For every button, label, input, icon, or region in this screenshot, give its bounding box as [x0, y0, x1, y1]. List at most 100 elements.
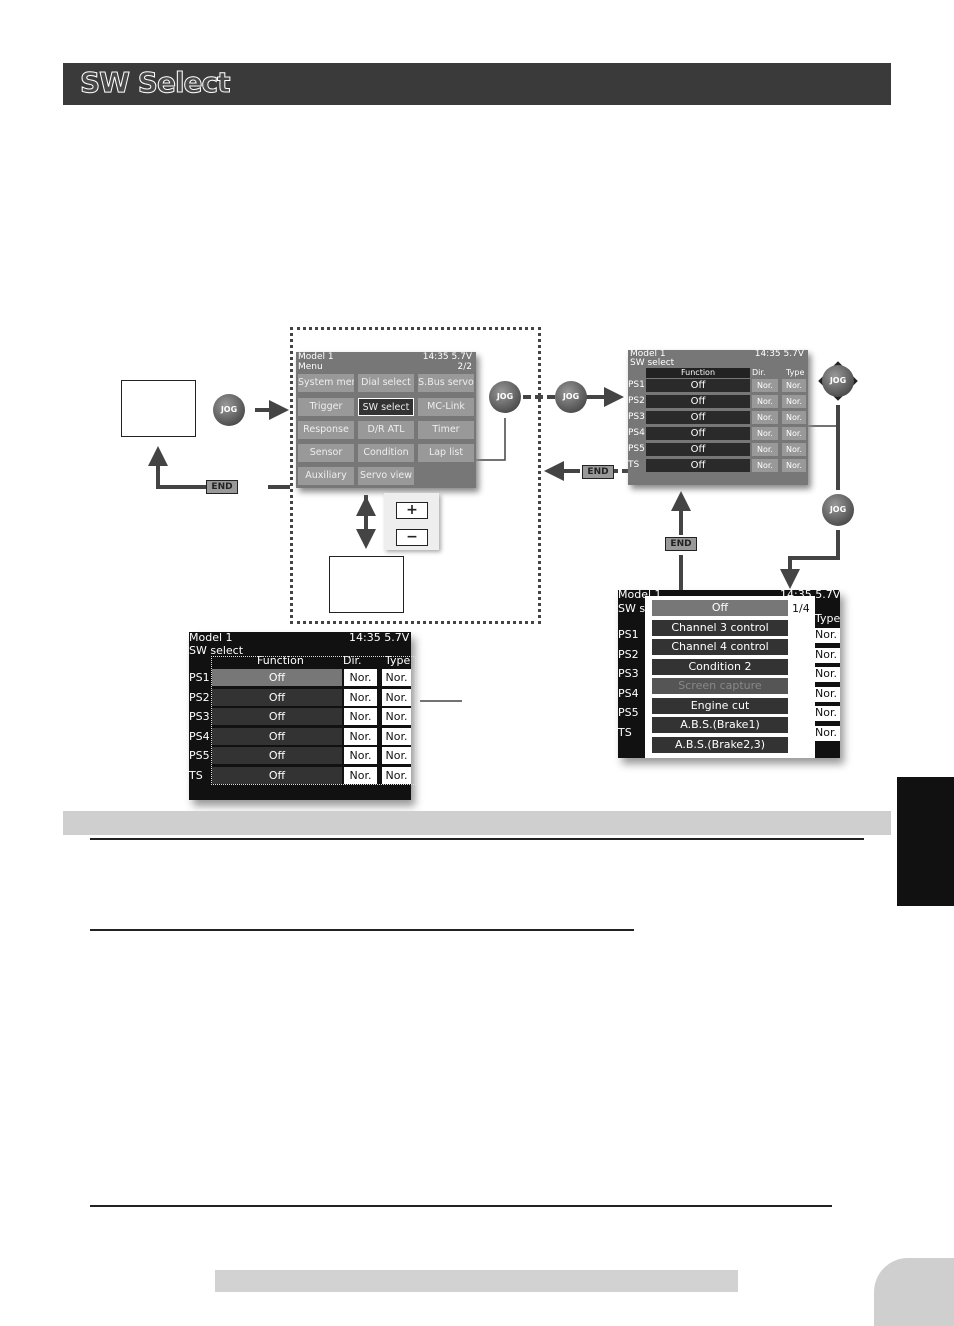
channel-label: PS4 — [189, 729, 210, 743]
menu-item-dr-atl[interactable]: D/R ATL — [358, 421, 414, 439]
function-value[interactable]: Off — [646, 395, 750, 408]
menu-item-condition[interactable]: Condition — [358, 444, 414, 462]
channel-label: TS — [189, 768, 203, 782]
function-value[interactable]: Off — [646, 443, 750, 456]
type-value[interactable]: Nor. — [382, 766, 411, 784]
minus-button[interactable]: − — [396, 529, 428, 546]
type-value[interactable]: Nor. — [382, 669, 411, 686]
dir-value[interactable]: Nor. — [344, 688, 377, 706]
channel-label: PS5 — [618, 706, 639, 719]
menu-item-sw-select[interactable]: SW select — [358, 398, 414, 416]
footer-bar — [215, 1270, 738, 1292]
channel-label: PS3 — [618, 667, 639, 680]
type-value[interactable]: Nor. — [815, 628, 840, 643]
section-header-bar — [63, 811, 891, 835]
dir-value[interactable]: Nor. — [752, 459, 778, 472]
menu-item-lap-list[interactable]: Lap list — [418, 444, 474, 462]
plus-button[interactable]: + — [396, 502, 428, 519]
type-value[interactable]: Nor. — [815, 725, 840, 741]
menu-group-box — [290, 327, 541, 624]
menu-item-response[interactable]: Response — [298, 421, 354, 439]
col-dir: Dir. — [343, 654, 362, 667]
jog-button[interactable]: JOG — [213, 394, 245, 426]
function-option[interactable]: A.B.S.(Brake1) — [652, 717, 788, 733]
type-value[interactable]: Nor. — [815, 647, 840, 663]
function-option[interactable]: Channel 4 control — [652, 639, 788, 655]
type-value[interactable]: Nor. — [815, 686, 840, 702]
screen-name: SW s — [618, 602, 646, 615]
function-option[interactable]: Channel 3 control — [652, 619, 788, 636]
menu-item-auxiliary[interactable]: Auxiliary — [298, 467, 354, 485]
function-value[interactable]: Off — [646, 379, 750, 392]
menu-item-mc-link[interactable]: MC-Link — [418, 398, 474, 416]
selection-outline — [211, 656, 416, 785]
page-title: SW Select — [80, 66, 232, 100]
menu-item-servo-view[interactable]: Servo view — [358, 467, 414, 485]
end-button[interactable]: END — [206, 480, 238, 494]
type-value[interactable]: Nor. — [382, 708, 411, 725]
dir-value[interactable]: Nor. — [344, 747, 377, 764]
jog-button[interactable]: JOG — [555, 381, 587, 413]
page-number-tab — [874, 1258, 954, 1326]
function-value[interactable]: Off — [212, 669, 342, 686]
function-value[interactable]: Off — [212, 727, 342, 745]
channel-label: PS2 — [628, 396, 645, 406]
jog-button[interactable]: JOG — [822, 365, 854, 397]
function-value[interactable]: Off — [646, 427, 750, 440]
home-screen-box — [121, 380, 196, 437]
menu-item-sensor[interactable]: Sensor — [298, 444, 354, 462]
col-type: Type — [385, 654, 411, 667]
function-option[interactable]: Off — [652, 600, 788, 616]
channel-label: PS1 — [618, 628, 639, 641]
function-option[interactable]: Engine cut — [652, 697, 788, 714]
dir-value[interactable]: Nor. — [344, 708, 377, 725]
function-value[interactable]: Off — [212, 688, 342, 706]
page-indicator: 2/2 — [457, 362, 472, 372]
jog-button[interactable]: JOG — [822, 494, 854, 526]
type-value[interactable]: Nor. — [815, 667, 840, 682]
model-name: Model 1 — [298, 352, 334, 362]
type-value[interactable]: Nor. — [782, 395, 806, 408]
function-value[interactable]: Off — [212, 766, 342, 784]
channel-label: PS5 — [628, 444, 645, 454]
type-value[interactable]: Nor. — [782, 411, 806, 424]
function-value[interactable]: Off — [646, 411, 750, 424]
function-option[interactable]: A.B.S.(Brake2,3) — [652, 736, 788, 753]
page-indicator: 1/4 — [792, 602, 810, 615]
jog-button[interactable]: JOG — [489, 381, 521, 413]
type-value[interactable]: Nor. — [815, 706, 840, 721]
dir-value[interactable]: Nor. — [752, 411, 778, 424]
function-option[interactable]: Screen capture — [652, 678, 788, 694]
col-function: Function — [646, 368, 750, 378]
type-value[interactable]: Nor. — [382, 727, 411, 745]
type-value[interactable]: Nor. — [782, 443, 806, 456]
channel-label: TS — [618, 725, 632, 739]
type-value[interactable]: Nor. — [782, 379, 806, 392]
end-button[interactable]: END — [665, 537, 697, 551]
dir-value[interactable]: Nor. — [752, 379, 778, 392]
type-value[interactable]: Nor. — [382, 688, 411, 706]
function-value[interactable]: Off — [212, 708, 342, 725]
menu-item-trigger[interactable]: Trigger — [298, 398, 354, 416]
type-value[interactable]: Nor. — [782, 459, 806, 472]
dir-value[interactable]: Nor. — [752, 427, 778, 440]
channel-label: PS2 — [189, 690, 210, 704]
function-value[interactable]: Off — [212, 747, 342, 764]
end-button[interactable]: END — [582, 465, 614, 479]
menu-item-timer[interactable]: Timer — [418, 421, 474, 439]
dir-value[interactable]: Nor. — [752, 395, 778, 408]
menu-item-system-menu[interactable]: System menu — [298, 374, 354, 392]
menu-item-dial-select[interactable]: Dial select — [358, 374, 414, 392]
dir-value[interactable]: Nor. — [344, 669, 377, 686]
dir-value[interactable]: Nor. — [752, 443, 778, 456]
dir-value[interactable]: Nor. — [344, 766, 377, 784]
sw-select-screen-small: Model 1 14:35 5.7V SW select Function Di… — [628, 350, 808, 485]
clock: 14:35 5.7V — [754, 349, 804, 359]
dir-value[interactable]: Nor. — [344, 727, 377, 745]
type-value[interactable]: Nor. — [382, 747, 411, 764]
menu-item-sbus-servo[interactable]: S.Bus servo — [418, 374, 474, 392]
model-name: Model 1 — [630, 349, 666, 359]
type-value[interactable]: Nor. — [782, 427, 806, 440]
function-value[interactable]: Off — [646, 459, 750, 472]
function-option[interactable]: Condition 2 — [652, 658, 788, 675]
